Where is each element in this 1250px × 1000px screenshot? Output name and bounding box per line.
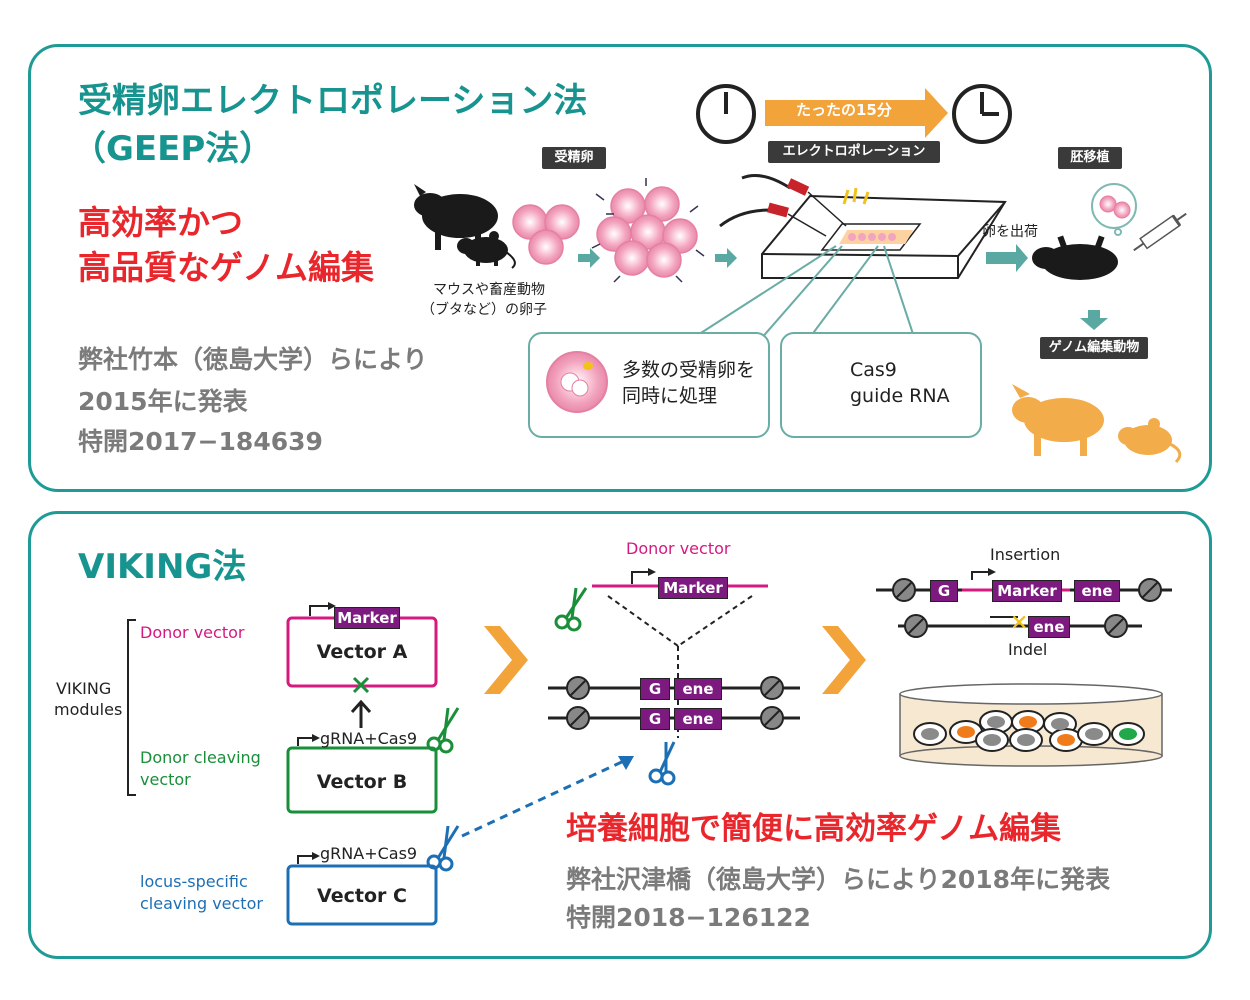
label-fertilized-egg: 受精卵	[542, 147, 606, 169]
gene1-g: G	[640, 678, 670, 700]
clock-end-icon	[952, 84, 1012, 144]
ins-g: G	[930, 580, 958, 602]
label-electroporation: エレクトロポレーション	[768, 141, 940, 163]
step-arrow-1	[578, 248, 600, 268]
callout-cas9	[780, 332, 982, 438]
up-arrow-icon	[350, 699, 372, 728]
label-genome-animal: ゲノム編集動物	[1040, 337, 1148, 359]
callout-left-2: 同時に処理	[622, 385, 718, 407]
mid-donor-vector-label: Donor vector	[626, 539, 731, 558]
viking-headline: 培養細胞で簡便に高効率ゲノム編集	[566, 811, 1062, 847]
oocyte-icons	[512, 204, 580, 265]
gene2-ene: ene	[674, 708, 722, 730]
vector-a-marker: Marker	[334, 607, 400, 629]
vector-c-label: Vector C	[317, 885, 407, 907]
vector-a-label: Vector A	[316, 641, 408, 663]
step-arrow-2	[715, 248, 737, 268]
blue-dashed-arrow	[461, 758, 627, 838]
label-embryo-transfer: 胚移植	[1058, 147, 1122, 169]
cell-culture-dish-icon	[899, 683, 1163, 767]
label-source-1: マウスや畜産動物	[433, 282, 545, 298]
cleave-x-icon	[352, 676, 370, 694]
scissors-blue-icon-c	[426, 825, 460, 872]
geep-credit-2: 2015年に発表	[78, 387, 248, 416]
modules-label-2: modules	[54, 700, 123, 719]
donor-vector-label: Donor vector	[140, 623, 245, 642]
ship-arrow	[986, 244, 1028, 272]
modules-label-1: VIKING	[56, 679, 112, 698]
gene2-g: G	[640, 708, 670, 730]
geep-title-sub: （GEEP法）	[72, 129, 274, 169]
geep-headline-2: 高品質なゲノム編集	[78, 248, 375, 287]
pig-mouse-source-icon	[414, 184, 516, 269]
electroporation-device-icon	[719, 174, 1007, 279]
geep-headline-1: 高効率かつ	[78, 203, 243, 242]
recipient-pig-icon	[1032, 183, 1187, 280]
geep-diagram	[414, 84, 1187, 464]
geep-title: 受精卵エレクトロポレーション法	[78, 81, 588, 121]
donor-cleaving-label-2: vector	[140, 770, 191, 789]
vector-c-grna: gRNA+Cas9	[320, 844, 418, 863]
genome-edited-animals-icon	[1012, 384, 1182, 464]
vector-b-grna: gRNA+Cas9	[320, 729, 418, 748]
mid-marker: Marker	[658, 577, 728, 599]
ins-marker: Marker	[992, 580, 1062, 602]
ins-ene: ene	[1074, 580, 1120, 602]
label-ship-eggs: 卵を出荷	[982, 224, 1038, 240]
time-arrow	[765, 88, 948, 138]
geep-credit-1: 弊社竹本（徳島大学）らにより	[78, 345, 428, 374]
geep-credit-3: 特開2017−184639	[78, 427, 323, 456]
indel-label: Indel	[1008, 640, 1048, 659]
fertilized-egg-cluster-icon	[591, 178, 705, 283]
scissors-green-icon-mid	[554, 587, 588, 632]
clock-start-icon	[696, 84, 756, 144]
gene1-ene: ene	[674, 678, 722, 700]
locus-label-1: locus-specific	[140, 872, 248, 891]
indel-mutation-icon: ✕	[1010, 611, 1029, 636]
vector-b-label: Vector B	[316, 771, 408, 793]
down-arrow-genome	[1080, 310, 1108, 330]
scissors-green-icon-b	[426, 707, 460, 754]
orange-arrow-2	[822, 626, 866, 694]
donor-cleaving-label-1: Donor cleaving	[140, 748, 261, 767]
insertion-label: Insertion	[990, 545, 1061, 564]
viking-title: VIKING法	[78, 547, 247, 587]
callout-right-1: Cas9	[850, 359, 897, 381]
callout-left-1: 多数の受精卵を	[622, 359, 756, 381]
label-time: たったの15分	[796, 101, 892, 119]
indel-g	[990, 616, 1018, 618]
label-source-2: （ブタなど）の卵子	[421, 302, 547, 318]
indel-ene: ene	[1028, 616, 1070, 638]
scissors-blue-icon-mid	[648, 741, 676, 786]
callout-right-2: guide RNA	[850, 385, 950, 407]
viking-credit-1: 弊社沢津橋（徳島大学）らにより2018年に発表	[566, 865, 1111, 894]
viking-credit-2: 特開2018−126122	[566, 903, 811, 932]
modules-bracket	[127, 619, 136, 796]
orange-arrow-1	[484, 626, 528, 694]
locus-label-2: cleaving vector	[140, 894, 263, 913]
